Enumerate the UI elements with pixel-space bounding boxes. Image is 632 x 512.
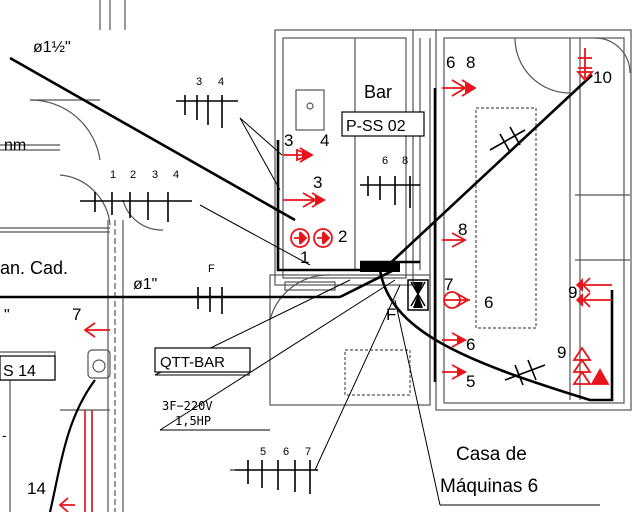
conduit-left-1: 1 <box>110 169 116 181</box>
outlet-number-3a: 3 <box>284 131 293 150</box>
outlet-number-6-top: 6 <box>446 53 455 72</box>
conduit-left-2: 2 <box>130 169 136 181</box>
conduit-right-6: 6 <box>382 155 388 167</box>
conduit-right-8: 8 <box>402 155 408 167</box>
pump-equipment <box>360 262 429 311</box>
s14-box <box>0 355 56 381</box>
conduit-bottom-5: 5 <box>260 446 266 458</box>
dash-label: - <box>2 427 7 443</box>
outlet-number-1: 1 <box>300 248 309 267</box>
conduit-ticks <box>80 95 546 494</box>
outlet-number-8-mid: 8 <box>458 220 467 239</box>
outlet-number-3b: 3 <box>313 173 322 192</box>
pipe-diameter-1-1-2: ø1½" <box>33 39 71 56</box>
conduit-lines <box>0 56 614 512</box>
outlet-label-F: F <box>386 305 396 324</box>
outlet-number-9a: 9 <box>568 283 577 302</box>
room-label-mm-fragment: nm <box>4 137 26 154</box>
equipment-voltage: 3F−220V <box>162 399 213 413</box>
outlet-number-10: 10 <box>593 68 612 87</box>
conduit-top-4: 4 <box>218 76 224 88</box>
conduit-left-3: 3 <box>152 169 158 181</box>
room-label-san-cad: an. Cad. <box>0 258 68 278</box>
outlet-number-6b: 6 <box>466 335 475 354</box>
outlet-number-14: 14 <box>27 479 46 498</box>
outlet-number-5: 5 <box>466 372 475 391</box>
room-label-qtt-bar: QTT-BAR <box>160 354 225 371</box>
outlet-fills <box>299 83 608 384</box>
pipe-diameter-1: ø1" <box>133 276 157 293</box>
bar-code-box <box>341 111 425 137</box>
outlet-number-6a: 6 <box>484 293 493 312</box>
machine-room-label-line1: Casa de <box>456 444 527 465</box>
room-label-s14: S 14 <box>3 363 36 380</box>
conduit-left-4: 4 <box>173 169 179 181</box>
outlet-number-8-top: 8 <box>466 53 475 72</box>
outlet-number-2: 2 <box>338 227 347 246</box>
conduit-bottom-6: 6 <box>283 446 289 458</box>
pipe-diameter-cut: " <box>4 307 10 324</box>
room-label-bar: Bar <box>364 82 392 102</box>
outlet-number-4: 4 <box>320 131 329 150</box>
equipment-power: 1,5HP <box>175 414 211 428</box>
machine-room-label-line2: Máquinas 6 <box>440 476 538 497</box>
conduit-f-label: F <box>208 263 215 275</box>
conduit-top-3: 3 <box>196 76 202 88</box>
outlet-number-7-left: 7 <box>72 305 81 324</box>
outlet-number-7: 7 <box>444 275 453 294</box>
room-code-bar: P-SS 02 <box>346 118 406 135</box>
conduit-bottom-7: 7 <box>305 446 311 458</box>
qtt-bar-box <box>154 347 251 373</box>
outlet-number-9b: 9 <box>557 343 566 362</box>
